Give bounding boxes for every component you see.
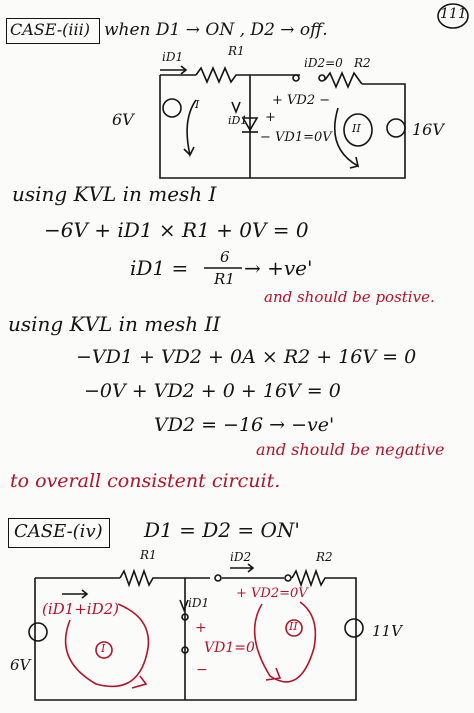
case3-diode-current: iD1 (228, 114, 248, 127)
case4-source-left: 6V (10, 656, 31, 674)
kvl1-note: and should be postive. (264, 288, 435, 306)
kvl2-heading: using KVL in mesh II (8, 312, 221, 336)
case4-isum-label: (iD1+iD2) (42, 600, 120, 618)
case3-vd1-value: − VD1=0V (260, 130, 332, 145)
page-number: 111 (440, 6, 467, 22)
case3-conclusion: to overall consistent circuit. (10, 470, 281, 492)
case4-vd1-minus: − (196, 662, 208, 678)
kvl2-eq2: −0V + VD2 + 0 + 16V = 0 (84, 380, 341, 402)
case3-label: CASE-(iii) (10, 20, 90, 39)
case3-r2-label: R2 (354, 56, 371, 70)
kvl1-eq2-lhs: iD1 = (130, 256, 189, 280)
case4-label-box (8, 518, 110, 548)
case3-mesh1: I (195, 98, 200, 111)
case4-id1-label: iD1 (188, 596, 210, 610)
case4-r1-label: R1 (140, 548, 157, 562)
case4-vd2: + VD2=0V (236, 586, 308, 601)
case3-source-right: 16V (412, 120, 444, 139)
case3-r1-label: R1 (228, 44, 245, 58)
case3-vd2: + VD2 − (272, 93, 331, 108)
case4-label: CASE-(iv) (14, 521, 103, 542)
case4-r2-label: R2 (316, 550, 333, 564)
case3-id1-label: iD1 (162, 50, 184, 64)
case3-condition: when D1 → ON , D2 → off. (104, 20, 328, 40)
kvl2-eq3: VD2 = −16 → −ve' (154, 414, 335, 436)
kvl1-eq2-den: R1 (214, 270, 235, 288)
case3-label-box (6, 18, 100, 44)
kvl2-eq1: −VD1 + VD2 + 0A × R2 + 16V = 0 (76, 346, 417, 368)
kvl1-eq1: −6V + iD1 × R1 + 0V = 0 (44, 218, 309, 242)
case3-id2-label: iD2=0 (304, 56, 343, 70)
kvl1-heading: using KVL in mesh I (12, 182, 217, 206)
case4-id2-label: iD2 (230, 550, 252, 564)
case4-vd1-value: VD1=0 (204, 640, 255, 656)
case4-mesh1: I (101, 642, 106, 655)
mesh2-circle (343, 113, 373, 147)
case4-condition: D1 = D2 = ON' (144, 518, 300, 542)
case4-mesh2: II (289, 620, 298, 633)
kvl1-eq2-num: 6 (220, 248, 230, 266)
case4-vd1-plus: + (195, 620, 207, 636)
case3-source-left: 6V (112, 110, 134, 129)
kvl1-eq2-rhs: → +ve' (244, 256, 313, 280)
kvl2-note: and should be negative (256, 440, 445, 459)
case3-vd1-plus: + (265, 110, 276, 125)
case4-source-right: 11V (372, 622, 402, 640)
case3-mesh2: II (352, 122, 361, 135)
